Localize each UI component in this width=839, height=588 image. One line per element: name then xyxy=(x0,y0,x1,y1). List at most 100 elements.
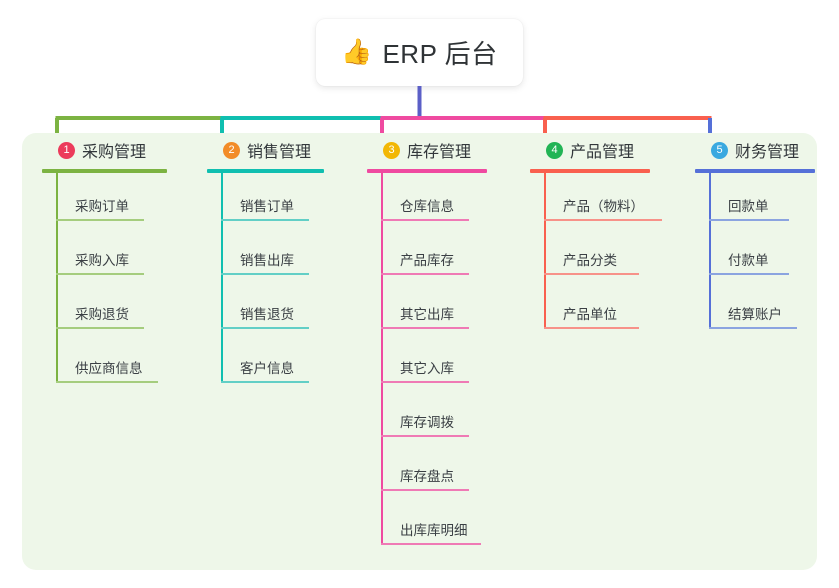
branch-underline xyxy=(42,169,167,173)
branch-badge-icon: 3 xyxy=(383,141,400,159)
leaf-item[interactable]: 采购订单 xyxy=(56,173,192,227)
leaf-item-label: 其它出库 xyxy=(400,307,454,322)
leaf-item[interactable]: 销售出库 xyxy=(221,227,357,281)
branch-header-3[interactable]: 3 库存管理 xyxy=(367,133,522,167)
leaf-item-underline xyxy=(709,219,789,221)
branch-columns: 1 采购管理采购订单采购入库采购退货供应商信息 2 销售管理销售订单销售出库销售退货客… xyxy=(22,133,817,570)
branch-badge-icon: 2 xyxy=(223,141,240,159)
leaf-item[interactable]: 库存调拨 xyxy=(381,389,522,443)
branch-leaf-list: 产品（物料） 产品分类产品单位 xyxy=(530,173,690,335)
branch-spine xyxy=(709,173,711,329)
branch-column-4[interactable]: 4 产品管理产品（物料） 产品分类产品单位 xyxy=(530,133,690,335)
branch-badge-icon: 4 xyxy=(546,141,563,159)
leaf-item-label: 结算账户 xyxy=(728,307,782,322)
branch-header-2[interactable]: 2 销售管理 xyxy=(207,133,357,167)
branch-badge-icon: 5 xyxy=(711,141,728,159)
leaf-item[interactable]: 销售订单 xyxy=(221,173,357,227)
leaf-item-underline xyxy=(381,381,469,383)
leaf-item-label: 产品单位 xyxy=(563,307,617,322)
branch-title: 库存管理 xyxy=(407,144,472,161)
leaf-item-underline xyxy=(56,219,144,221)
leaf-item-underline xyxy=(709,327,797,329)
leaf-item-underline xyxy=(381,489,469,491)
leaf-item[interactable]: 出库库明细 xyxy=(381,497,522,551)
branch-column-3[interactable]: 3 库存管理仓库信息产品库存其它出库其它入库库存调拨库存盘点出库库明细 xyxy=(367,133,522,551)
leaf-item[interactable]: 仓库信息 xyxy=(381,173,522,227)
leaf-item-label: 销售出库 xyxy=(240,253,294,268)
branch-underline xyxy=(367,169,487,173)
leaf-item-underline xyxy=(221,381,309,383)
leaf-item[interactable]: 其它入库 xyxy=(381,335,522,389)
leaf-item-label: 销售订单 xyxy=(240,199,294,214)
thumbs-up-icon: 👍 xyxy=(341,38,373,66)
leaf-item[interactable]: 结算账户 xyxy=(709,281,839,335)
leaf-item-underline xyxy=(221,219,309,221)
leaf-item[interactable]: 付款单 xyxy=(709,227,839,281)
leaf-item-label: 仓库信息 xyxy=(400,199,454,214)
branch-header-4[interactable]: 4 产品管理 xyxy=(530,133,690,167)
root-node-card[interactable]: 👍 ERP 后台 xyxy=(316,19,523,86)
branch-column-1[interactable]: 1 采购管理采购订单采购入库采购退货供应商信息 xyxy=(42,133,192,389)
leaf-item-label: 产品分类 xyxy=(563,253,617,268)
leaf-item-underline xyxy=(381,219,469,221)
leaf-item-label: 产品（物料） xyxy=(563,199,644,214)
leaf-item[interactable]: 库存盘点 xyxy=(381,443,522,497)
leaf-item[interactable]: 回款单 xyxy=(709,173,839,227)
leaf-item[interactable]: 客户信息 xyxy=(221,335,357,389)
leaf-item-underline xyxy=(381,543,481,545)
leaf-item-underline xyxy=(709,273,789,275)
branch-spine xyxy=(381,173,383,545)
leaf-item-underline xyxy=(381,435,469,437)
leaf-item[interactable]: 产品库存 xyxy=(381,227,522,281)
branch-header-1[interactable]: 1 采购管理 xyxy=(42,133,192,167)
branch-title: 产品管理 xyxy=(570,144,635,161)
leaf-item-underline xyxy=(544,273,639,275)
leaf-item-label: 出库库明细 xyxy=(400,523,468,538)
branch-spine xyxy=(56,173,58,383)
branch-column-2[interactable]: 2 销售管理销售订单销售出库销售退货客户信息 xyxy=(207,133,357,389)
leaf-item-underline xyxy=(56,273,144,275)
branch-spine xyxy=(221,173,223,383)
leaf-item-label: 其它入库 xyxy=(400,361,454,376)
leaf-item-underline xyxy=(381,327,469,329)
branch-leaf-list: 销售订单销售出库销售退货客户信息 xyxy=(207,173,357,389)
leaf-item[interactable]: 采购退货 xyxy=(56,281,192,335)
leaf-item-underline xyxy=(381,273,469,275)
branch-underline xyxy=(695,169,815,173)
leaf-item-underline xyxy=(221,327,309,329)
branch-title: 采购管理 xyxy=(82,144,147,161)
leaf-item[interactable]: 供应商信息 xyxy=(56,335,192,389)
leaf-item[interactable]: 产品单位 xyxy=(544,281,690,335)
leaf-item[interactable]: 产品（物料） xyxy=(544,173,690,227)
leaf-item-label: 采购退货 xyxy=(75,307,129,322)
leaf-item-underline xyxy=(544,327,639,329)
leaf-item[interactable]: 采购入库 xyxy=(56,227,192,281)
leaf-item-label: 付款单 xyxy=(728,253,769,268)
leaf-item-label: 采购订单 xyxy=(75,199,129,214)
branch-title: 销售管理 xyxy=(247,144,312,161)
leaf-item-underline xyxy=(544,219,662,221)
leaf-item-label: 回款单 xyxy=(728,199,769,214)
branch-leaf-list: 回款单付款单结算账户 xyxy=(695,173,839,335)
leaf-item[interactable]: 销售退货 xyxy=(221,281,357,335)
branch-underline xyxy=(530,169,650,173)
leaf-item[interactable]: 其它出库 xyxy=(381,281,522,335)
leaf-item-label: 供应商信息 xyxy=(75,361,143,376)
leaf-item-underline xyxy=(221,273,309,275)
leaf-item-underline xyxy=(56,327,144,329)
leaf-item[interactable]: 产品分类 xyxy=(544,227,690,281)
branches-panel xyxy=(22,133,817,570)
leaf-item-label: 客户信息 xyxy=(240,361,294,376)
leaf-item-label: 库存调拨 xyxy=(400,415,454,430)
leaf-item-label: 产品库存 xyxy=(400,253,454,268)
root-node-title: ERP 后台 xyxy=(382,39,498,69)
branch-spine xyxy=(544,173,546,329)
branch-leaf-list: 仓库信息产品库存其它出库其它入库库存调拨库存盘点出库库明细 xyxy=(367,173,522,551)
leaf-item-label: 采购入库 xyxy=(75,253,129,268)
branch-badge-icon: 1 xyxy=(58,141,75,159)
leaf-item-underline xyxy=(56,381,158,383)
leaf-item-label: 销售退货 xyxy=(240,307,294,322)
